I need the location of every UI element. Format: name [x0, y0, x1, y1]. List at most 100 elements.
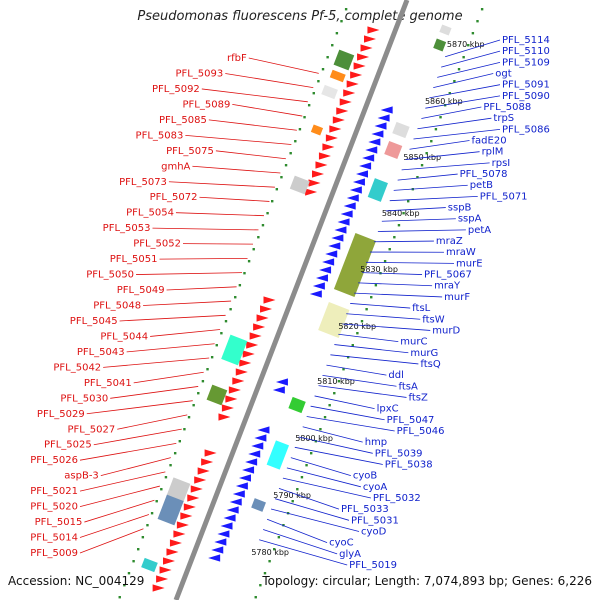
tick-dot — [173, 452, 177, 455]
reverse-gene-arrow — [214, 538, 227, 546]
tick-dot — [178, 440, 181, 443]
tick-dot — [289, 152, 292, 155]
label-leader-line — [445, 39, 501, 58]
left-gene-labels: rfbFPFL_5093PFL_5092PFL_5089PFL_5085PFL_… — [30, 53, 319, 559]
label-leader-line — [425, 95, 501, 109]
forward-strand-genes — [152, 26, 380, 592]
tick-dot — [340, 20, 343, 23]
label-leader-line — [259, 539, 348, 566]
label-leader-line — [79, 471, 166, 492]
label-leader-line — [150, 329, 221, 337]
reverse-gene-arrow — [362, 154, 375, 162]
gene-label: PFL_5085 — [159, 115, 207, 126]
tick-dot — [127, 572, 131, 575]
kbp-tick-label: 5860 kbp — [425, 97, 463, 106]
gene-label: mraY — [434, 281, 461, 292]
label-leader-line — [215, 150, 286, 160]
tick-dot — [388, 248, 391, 251]
gene-label: PFL_5114 — [502, 35, 550, 46]
label-leader-line — [417, 117, 492, 130]
tick-dot — [337, 380, 341, 383]
tick-dot — [206, 368, 209, 371]
forward-gene-arrow — [315, 161, 328, 169]
feature-blocks — [141, 24, 452, 573]
label-leader-line — [405, 151, 480, 160]
gene-label: PFL_5033 — [341, 504, 389, 515]
tick-dot — [294, 140, 297, 143]
kbp-tick-label: 5780 kbp — [251, 548, 289, 557]
tick-dot — [476, 20, 479, 23]
gene-label: aspB-3 — [64, 471, 99, 482]
reverse-gene-arrow — [371, 130, 384, 138]
tick-dot — [150, 512, 154, 515]
reverse-gene-arrow — [331, 234, 344, 242]
tick-dot — [425, 152, 428, 155]
label-leader-line — [199, 196, 270, 202]
tick-dot — [261, 224, 265, 227]
label-leader-line — [385, 207, 446, 212]
gene-label: PFL_5042 — [53, 362, 101, 373]
label-leader-line — [136, 272, 243, 275]
kbp-tick-label: 5790 kbp — [273, 491, 311, 500]
label-leader-line — [330, 354, 419, 365]
tick-dot — [430, 140, 433, 143]
label-leader-line — [381, 218, 456, 222]
reverse-gene-arrow — [257, 426, 270, 434]
forward-gene-arrow — [235, 368, 248, 376]
tick-dot — [257, 236, 260, 239]
tick-dot — [319, 428, 322, 431]
forward-gene-arrow — [232, 377, 245, 385]
label-leader-line — [201, 88, 308, 103]
reverse-gene-arrow — [217, 530, 230, 538]
gene-label: cyoA — [363, 482, 388, 493]
gene-label: murD — [432, 325, 460, 336]
label-leader-line — [168, 181, 275, 188]
label-leader-line — [393, 184, 468, 191]
label-leader-line — [342, 323, 431, 331]
forward-gene-arrow — [156, 575, 169, 583]
map-title: Pseudomonas fluorescens Pf-5, complete g… — [137, 9, 463, 24]
tick-dot — [365, 308, 368, 311]
label-leader-line — [183, 243, 254, 245]
label-leader-line — [126, 343, 215, 353]
label-leader-line — [282, 477, 372, 499]
tick-dot — [132, 560, 135, 563]
tick-dot — [360, 320, 364, 323]
reverse-gene-arrow — [356, 170, 369, 178]
accession-text: Accession: NC_004129 — [8, 574, 145, 588]
tick-dot — [407, 200, 410, 203]
gene-label: PFL_5045 — [70, 316, 118, 327]
gene-label: PFL_5015 — [35, 517, 83, 528]
gene-label: sspB — [448, 203, 472, 214]
gene-label: PFL_5009 — [30, 548, 78, 559]
forward-gene-arrow — [263, 296, 276, 304]
tick-dot — [307, 104, 311, 107]
gene-label: ftsA — [398, 381, 417, 392]
reverse-gene-arrow — [343, 202, 356, 210]
reverse-gene-arrow — [368, 138, 381, 146]
forward-gene-arrow — [183, 503, 196, 511]
tick-dot — [317, 80, 320, 83]
forward-gene-arrow — [308, 179, 321, 187]
reverse-gene-arrow — [352, 178, 365, 186]
forward-gene-arrow — [343, 89, 356, 97]
gene-label: PFL_5039 — [375, 448, 423, 459]
forward-gene-arrow — [221, 404, 234, 412]
tick-dot — [328, 404, 331, 407]
feature-block — [439, 24, 452, 36]
forward-gene-arrow — [194, 476, 207, 484]
gene-label: PFL_5044 — [100, 331, 148, 342]
forward-gene-arrow — [169, 539, 182, 547]
label-leader-line — [314, 395, 375, 410]
feature-block — [321, 84, 338, 100]
tick-dot — [303, 116, 306, 119]
tick-dot — [275, 188, 279, 191]
tick-dot — [471, 32, 475, 35]
reverse-gene-arrow — [374, 122, 387, 130]
forward-gene-arrow — [360, 44, 373, 52]
label-leader-line — [185, 134, 292, 145]
label-leader-line — [278, 488, 340, 510]
gene-label: rpsI — [492, 158, 511, 169]
label-leader-line — [192, 165, 281, 174]
tick-dot — [268, 560, 271, 563]
